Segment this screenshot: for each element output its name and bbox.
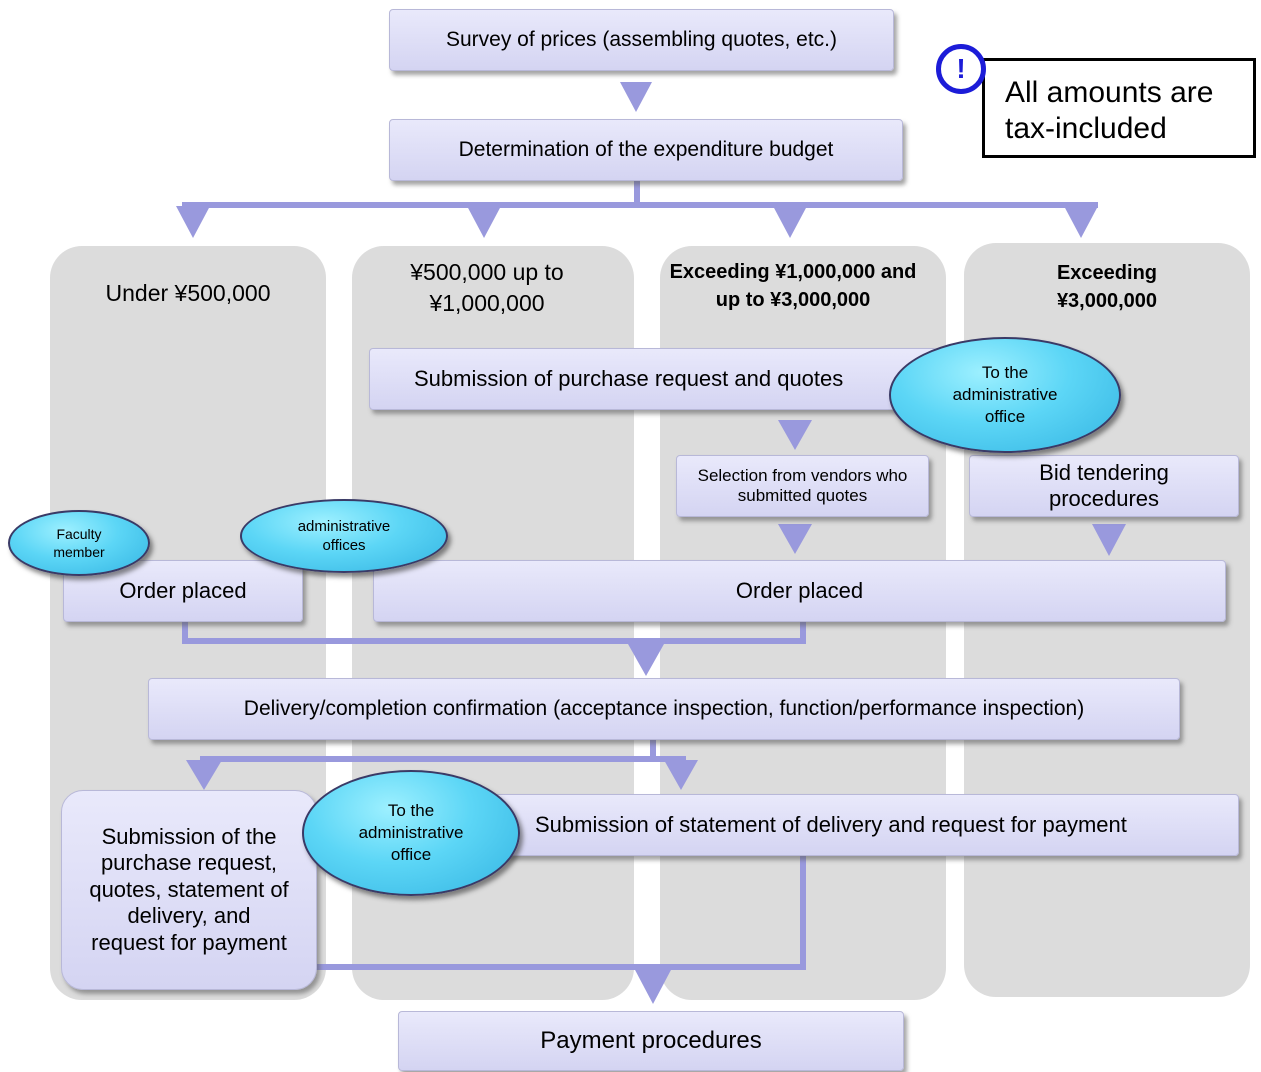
tax-notice: All amounts are tax-included: [982, 58, 1256, 158]
to-admin-office-callout-lower: To the administrative office: [302, 770, 520, 896]
column-header-3: Exceeding ¥1,000,000 and up to ¥3,000,00…: [669, 261, 917, 311]
submission-statement-step: Submission of statement of delivery and …: [492, 794, 1239, 856]
order-placed-main: Order placed: [373, 560, 1226, 622]
faculty-member-callout: Faculty member: [8, 510, 150, 576]
submission-all-documents-step: Submission of the purchase request, quot…: [61, 790, 317, 990]
exclamation-icon: !: [936, 44, 986, 94]
vendor-selection-step: Selection from vendors who submitted quo…: [676, 455, 929, 517]
survey-step: Survey of prices (assembling quotes, etc…: [389, 9, 894, 71]
column-header-2: ¥500,000 up to ¥1,000,000: [410, 259, 564, 316]
column-header-4: Exceeding ¥3,000,000: [1056, 262, 1158, 312]
to-admin-office-callout-upper: To the administrative office: [889, 337, 1121, 453]
column-header-1: Under ¥500,000: [105, 280, 271, 306]
payment-procedures-step: Payment procedures: [398, 1011, 904, 1071]
administrative-offices-callout: administrative offices: [240, 499, 448, 573]
submission-quotes-step: Submission of purchase request and quote…: [369, 348, 937, 410]
delivery-confirmation-step: Delivery/completion confirmation (accept…: [148, 678, 1180, 740]
budget-step: Determination of the expenditure budget: [389, 119, 903, 181]
bid-tendering-step: Bid tendering procedures: [969, 455, 1239, 517]
